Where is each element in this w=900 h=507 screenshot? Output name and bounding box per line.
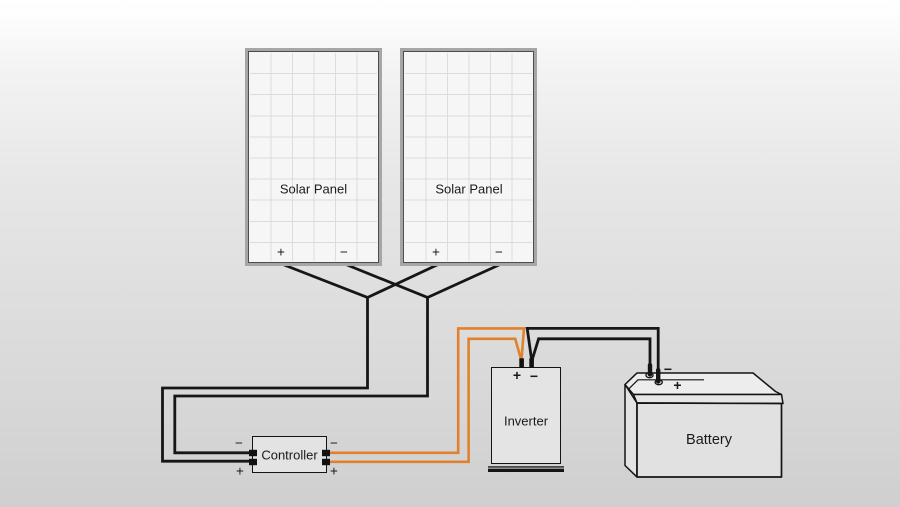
controller-right-plus-label: + (330, 463, 338, 478)
inverter-plus-label: + (512, 367, 522, 383)
inverter-minus-label: − (529, 367, 539, 384)
solar-panel-2 (400, 48, 537, 266)
battery-positive-post (654, 379, 663, 386)
panel2-positive-wire (366, 263, 439, 299)
controller-label: Controller (261, 447, 318, 462)
controller-right-minus-label: − (330, 435, 338, 451)
panel-2-plus-label: + (432, 244, 440, 260)
inverter-battery-wire-upper (525, 327, 660, 372)
solar-panel-1-cells (250, 53, 377, 261)
inverter-base (488, 466, 564, 472)
battery-minus-label: − (663, 360, 673, 377)
battery-label: Battery (686, 432, 732, 448)
solar-panel-1 (245, 48, 382, 266)
panel1-negative-wire (173, 263, 429, 455)
solar-panel-2-cells (405, 53, 532, 261)
panel-2-label: Solar Panel (435, 181, 503, 197)
battery-negative-post (645, 372, 654, 379)
panel-2-minus-label: − (495, 244, 503, 259)
panel-1-minus-label: − (340, 244, 348, 259)
battery-plus-label: + (673, 376, 682, 393)
battery-body (624, 372, 784, 478)
panel-1-label: Solar Panel (279, 181, 348, 197)
inverter-label: Inverter (503, 413, 549, 428)
panel-1-plus-label: + (277, 244, 285, 260)
panel1-positive-wire (161, 263, 369, 463)
inverter-battery-wire-lower (530, 337, 652, 367)
battery-cable-connectors (647, 362, 661, 384)
panel2-negative-wire (426, 263, 501, 299)
controller-left-plus-label: + (236, 463, 244, 478)
controller-left-minus-label: − (235, 435, 243, 451)
